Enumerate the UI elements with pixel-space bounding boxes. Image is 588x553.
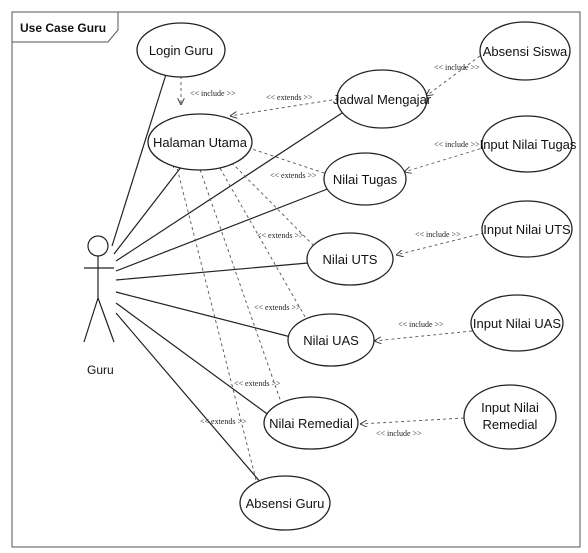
extends-jadwal-halaman (230, 98, 339, 116)
label-input-nilai-uas: Input Nilai UAS (473, 316, 561, 331)
label-input-nilai-remedial-line2: Remedial (483, 417, 538, 432)
assoc-nilai-uts (115, 262, 309, 281)
extends-remedial-halaman (196, 158, 283, 406)
stereo-include-input-uas: << include >> (398, 320, 444, 329)
usecase-absensi-siswa (479, 21, 571, 81)
usecase-nilai-remedial (263, 396, 359, 450)
include-input-nilai-remedial (360, 417, 465, 424)
stereo-extends-tugas: << extends >> (270, 171, 317, 180)
include-input-nilai-tugas (404, 146, 487, 172)
actor-guru (83, 235, 115, 343)
association-lines (111, 67, 343, 485)
stereo-extends-uas: << extends >> (254, 303, 301, 312)
label-jadwal-mengajar: Jadwal Mengajar (333, 92, 432, 107)
label-absensi-guru: Absensi Guru (246, 496, 325, 511)
assoc-halaman-utama (113, 161, 186, 255)
usecase-halaman-utama (147, 113, 253, 171)
label-absensi-siswa: Absensi Siswa (483, 44, 568, 59)
label-input-nilai-remedial-line1: Input Nilai (481, 400, 539, 415)
label-nilai-remedial: Nilai Remedial (269, 416, 353, 431)
usecase-jadwal-mengajar (336, 69, 428, 129)
stereo-extends-remedial: << extends >> (234, 379, 281, 388)
assoc-nilai-remedial (115, 302, 271, 417)
usecase-input-nilai-tugas (481, 115, 573, 173)
actor-label: Guru (87, 363, 114, 377)
label-login-guru: Login Guru (149, 43, 213, 58)
stereo-extends-absensi-guru: << extends >> (200, 417, 247, 426)
dependency-lines (175, 55, 487, 481)
extends-uts-halaman (223, 154, 319, 251)
stereo-extends-jadwal: << extends >> (266, 93, 313, 102)
include-input-nilai-uas (374, 330, 473, 341)
label-input-nilai-uts: Input Nilai UTS (483, 222, 571, 237)
label-nilai-uas: Nilai UAS (303, 333, 359, 348)
stereo-include-absensi-siswa: << include >> (434, 63, 480, 72)
usecase-input-nilai-uas (470, 294, 564, 352)
stereo-extends-uts: << extends >> (257, 231, 304, 240)
assoc-absensi-guru (115, 312, 263, 485)
extends-absensi-guru-halaman (175, 160, 257, 481)
frame-title-tab (11, 11, 119, 43)
stereo-include-input-remedial: << include >> (376, 429, 422, 438)
actor-head (87, 235, 109, 257)
include-absensi-siswa (426, 55, 481, 96)
assoc-nilai-tugas (115, 187, 331, 272)
usecase-input-nilai-uts (481, 200, 573, 258)
stereo-include-input-tugas: << include >> (434, 140, 480, 149)
extends-uas-halaman (213, 156, 309, 323)
usecase-input-nilai-remedial (463, 384, 557, 450)
assoc-jadwal-mengajar (115, 112, 343, 262)
label-nilai-tugas: Nilai Tugas (333, 172, 398, 187)
system-frame (11, 11, 581, 548)
label-halaman-utama: Halaman Utama (153, 135, 248, 150)
usecase-nilai-tugas (323, 152, 407, 206)
usecase-nilai-uas (287, 313, 375, 367)
usecase-absensi-guru (239, 475, 331, 531)
usecase-login-guru (136, 22, 226, 78)
assoc-login-guru (111, 67, 169, 247)
stereotype-labels: << include >> << extends >> << include >… (190, 63, 480, 438)
frame-title: Use Case Guru (20, 21, 106, 35)
extends-tugas-halaman (240, 145, 331, 176)
label-input-nilai-tugas: Input Nilai Tugas (480, 137, 577, 152)
stereo-include-login: << include >> (190, 89, 236, 98)
assoc-nilai-uas (115, 291, 292, 338)
usecase-nilai-uts (306, 232, 394, 286)
label-nilai-uts: Nilai UTS (323, 252, 378, 267)
stereo-include-input-uts: << include >> (415, 230, 461, 239)
